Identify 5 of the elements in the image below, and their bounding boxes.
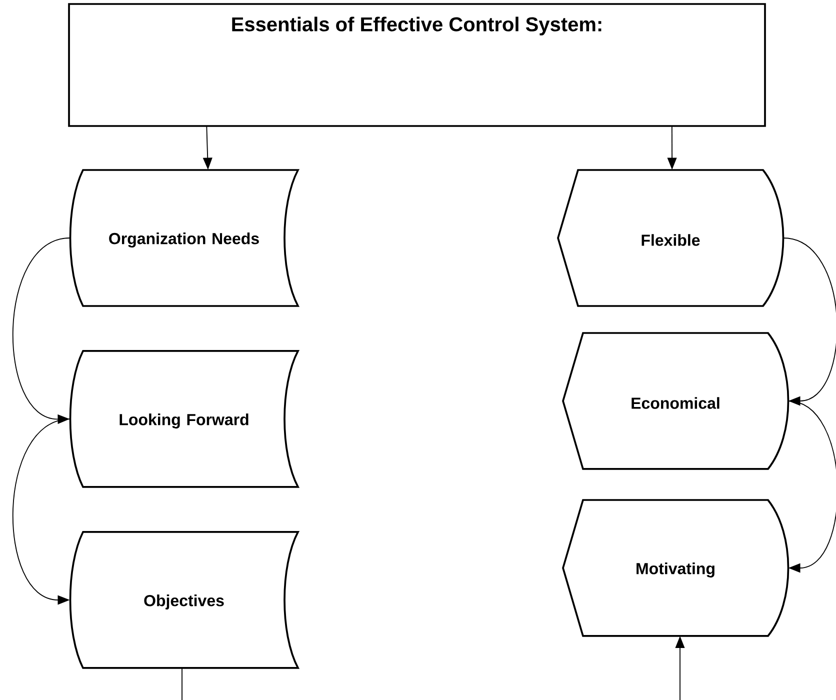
arrow bbox=[12, 418, 70, 605]
title-box: Essentials of Effective Control System: bbox=[68, 3, 766, 127]
arrow bbox=[788, 400, 836, 573]
arrow bbox=[782, 238, 836, 406]
arrow bbox=[12, 238, 70, 424]
